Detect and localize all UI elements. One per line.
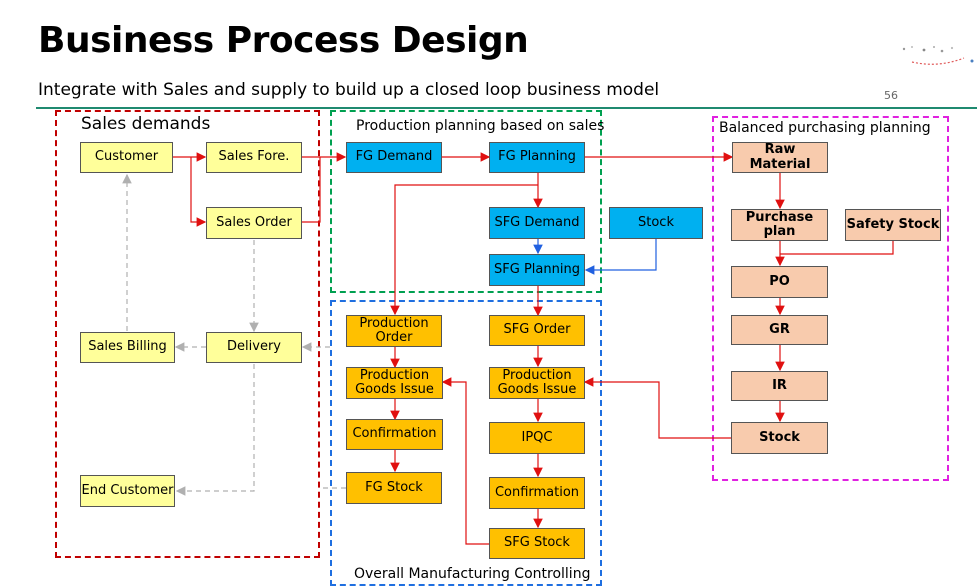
page-number: 56 [884,89,898,102]
ipqc-box[interactable]: IPQC [489,422,585,454]
manufacturing-label: Overall Manufacturing Controlling [354,566,591,582]
arrow-sfgstock-to-pgi-left [441,377,489,545]
production-order-box[interactable]: Production Order [346,315,442,347]
confirmation-right-box[interactable]: Confirmation [489,477,585,509]
end-customer-box[interactable]: End Customer [80,475,175,507]
sales-forecast-box[interactable]: Sales Fore. [206,142,302,173]
production-goods-issue-right-box[interactable]: Production Goods Issue [489,367,585,399]
fg-planning-box[interactable]: FG Planning [489,142,585,173]
ir-box[interactable]: IR [731,371,828,401]
fg-stock-box[interactable]: FG Stock [346,472,442,504]
manufacturing-region [330,300,602,586]
purchasing-label: Balanced purchasing planning [719,120,931,136]
arrow-safetystock-to-po [780,241,894,255]
po-box[interactable]: PO [731,266,828,298]
arrow-delivery-to-endcustomer [175,364,255,496]
arrow-salesorder-to-fgdemand [302,157,321,223]
confirmation-left-box[interactable]: Confirmation [346,419,443,450]
stock-purchasing-box[interactable]: Stock [731,422,828,454]
gr-box[interactable]: GR [731,315,828,345]
sfg-stock-box[interactable]: SFG Stock [489,528,585,559]
safety-stock-box[interactable]: Safety Stock [845,209,941,241]
production-planning-region [330,110,602,293]
header-divider [36,107,977,109]
purchase-plan-box[interactable]: Purchase plan [731,209,828,241]
sfg-order-box[interactable]: SFG Order [489,315,585,346]
sales-order-box[interactable]: Sales Order [206,207,302,239]
company-logo-icon [902,46,974,65]
arrow-customer-to-salesorder [190,157,207,227]
raw-material-box[interactable]: Raw Material [732,142,828,173]
arrow-fgplanning-to-productionorder [390,184,538,316]
sales-billing-box[interactable]: Sales Billing [80,332,175,363]
delivery-box[interactable]: Delivery [206,332,302,363]
customer-box[interactable]: Customer [80,142,173,173]
sfg-demand-box[interactable]: SFG Demand [489,207,585,239]
production-goods-issue-left-box[interactable]: Production Goods Issue [346,367,443,399]
stock-planning-box[interactable]: Stock [609,207,703,239]
purchasing-region [712,116,949,481]
production-planning-label: Production planning based on sales [356,118,605,134]
sales-demands-label: Sales demands [81,114,211,134]
arrow-stock-to-sfgplanning [584,239,657,275]
sfg-planning-box[interactable]: SFG Planning [489,254,585,286]
page-title: Business Process Design [38,20,529,61]
sales-demands-region [55,110,320,558]
page-subtitle: Integrate with Sales and supply to build… [38,80,660,100]
arrow-stock-to-pgi-right [583,377,731,439]
fg-demand-box[interactable]: FG Demand [346,142,442,173]
